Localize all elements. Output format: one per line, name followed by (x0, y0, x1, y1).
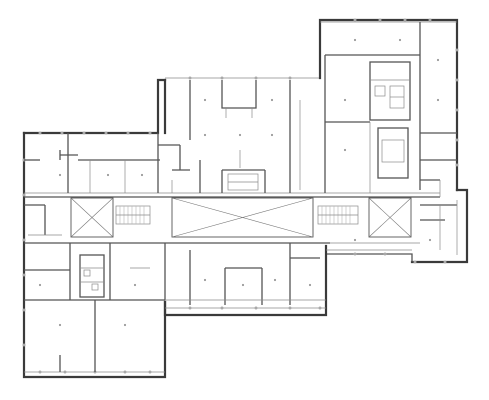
central-bottom-rooms (164, 243, 326, 305)
main-corridor (24, 192, 440, 244)
right-lower-rooms (326, 200, 458, 255)
light-well-right (368, 197, 412, 238)
left-wing-rooms (24, 133, 165, 372)
central-atrium (171, 197, 314, 238)
interior-columns (38, 38, 440, 327)
central-top-rooms (158, 80, 301, 193)
light-well-left (70, 197, 114, 238)
stair-left (115, 205, 151, 225)
facade-columns (22, 18, 459, 374)
stair-right (317, 205, 359, 225)
exterior-walls (22, 18, 469, 379)
right-upper-rooms (324, 22, 457, 197)
